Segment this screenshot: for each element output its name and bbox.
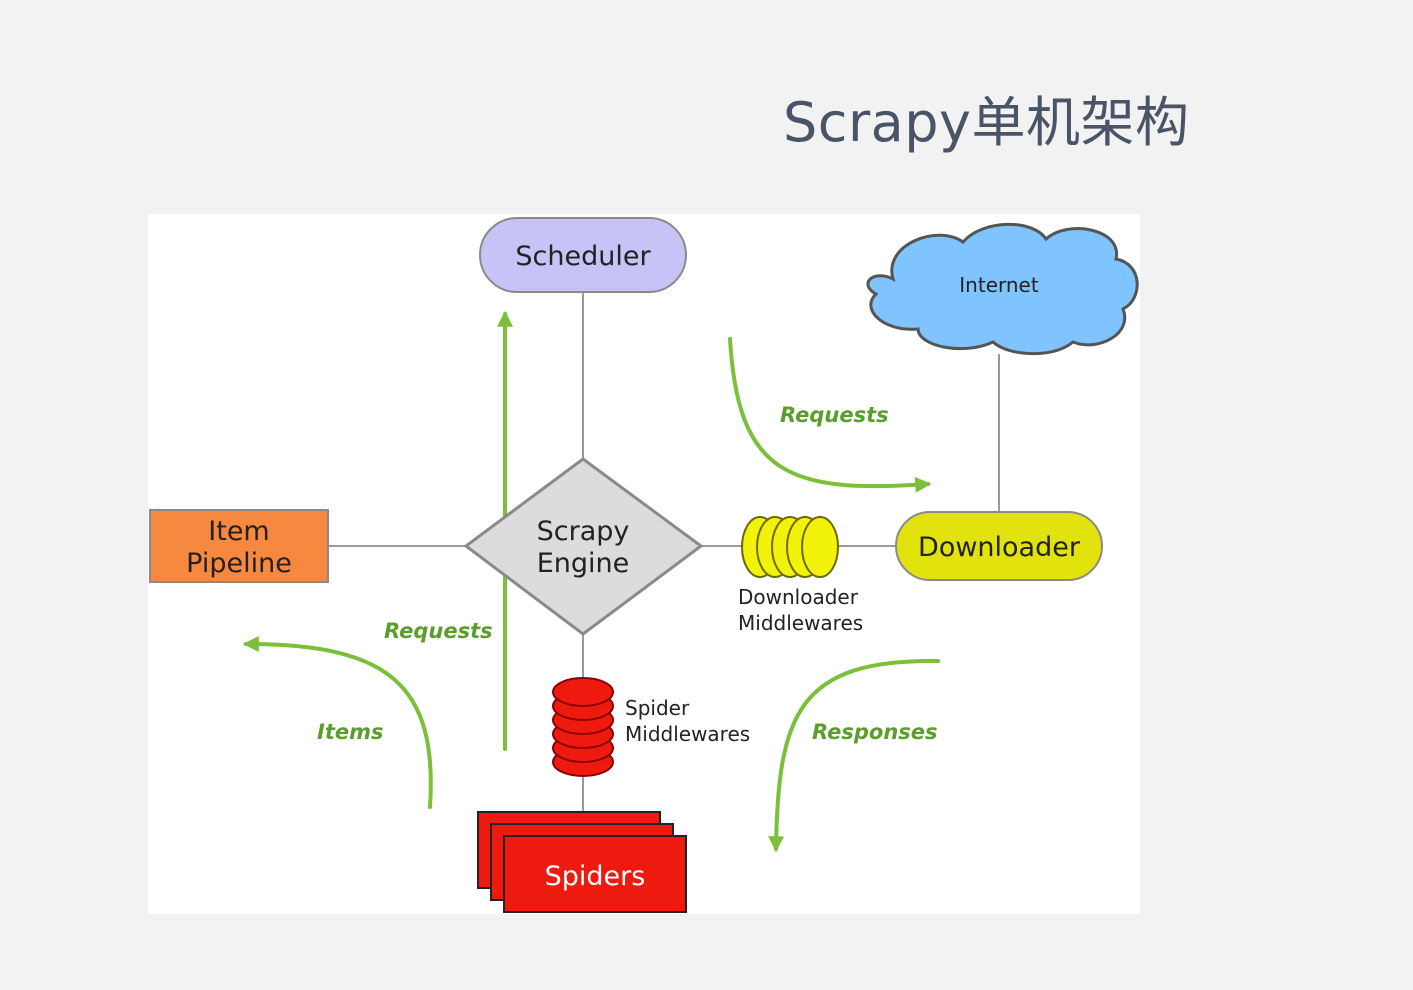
item-pipeline-node: Item Pipeline	[149, 509, 329, 583]
diagram-canvas: Scheduler Internet Scrapy Engine Item Pi…	[149, 217, 1139, 913]
downloader-shape	[895, 511, 1103, 581]
engine-label-line2: Engine	[537, 548, 630, 579]
flow-label-responses: Responses	[812, 720, 938, 744]
item-pipeline-label-line1: Item	[208, 516, 269, 547]
scheduler-node: Scheduler	[479, 217, 687, 293]
slide-title: Scrapy单机架构	[783, 91, 1190, 154]
spider-middlewares-label-line2: Middlewares	[625, 722, 750, 746]
spider-middlewares-label-line1: Spider	[625, 696, 690, 720]
flow-label-items: Items	[317, 720, 383, 744]
engine-label-line1: Scrapy	[537, 516, 630, 547]
spiders-label: Spiders	[545, 861, 646, 892]
items-to-pipeline-arrow	[242, 636, 433, 809]
spiders-node: Spiders	[477, 811, 687, 913]
flow-label-requests-left: Requests	[384, 619, 493, 643]
scheduler-shape	[479, 217, 687, 293]
item-pipeline-label-line2: Pipeline	[186, 548, 292, 579]
spider-middlewares: Spider Middlewares	[552, 677, 750, 777]
downloader-middlewares-label-line2: Middlewares	[738, 611, 863, 635]
downloader-label: Downloader	[918, 532, 1081, 563]
internet-cloud-icon	[866, 222, 1139, 356]
downloader-middlewares: Downloader Middlewares	[738, 516, 863, 635]
internet-label: Internet	[959, 273, 1039, 297]
spider-middlewares-icon	[552, 677, 614, 777]
internet-node: Internet	[866, 222, 1139, 356]
flow-labels: Requests Requests Items Responses	[317, 403, 938, 744]
scheduler-label: Scheduler	[515, 241, 651, 272]
connectors	[328, 292, 1000, 812]
downloader-middlewares-icon	[741, 516, 839, 578]
responses-down-arrow	[768, 658, 940, 853]
engine-shape	[463, 457, 704, 636]
downloader-middlewares-label-line1: Downloader	[738, 585, 859, 609]
engine-node: Scrapy Engine	[463, 457, 704, 636]
item-pipeline-shape	[149, 509, 329, 583]
flow-label-requests-top: Requests	[780, 403, 889, 427]
downloader-node: Downloader	[895, 511, 1103, 581]
architecture-diagram: Scheduler Internet Scrapy Engine Item Pi…	[148, 214, 1140, 914]
spiders-shape-front	[503, 835, 687, 913]
requests-to-downloader-arrow	[728, 337, 932, 493]
